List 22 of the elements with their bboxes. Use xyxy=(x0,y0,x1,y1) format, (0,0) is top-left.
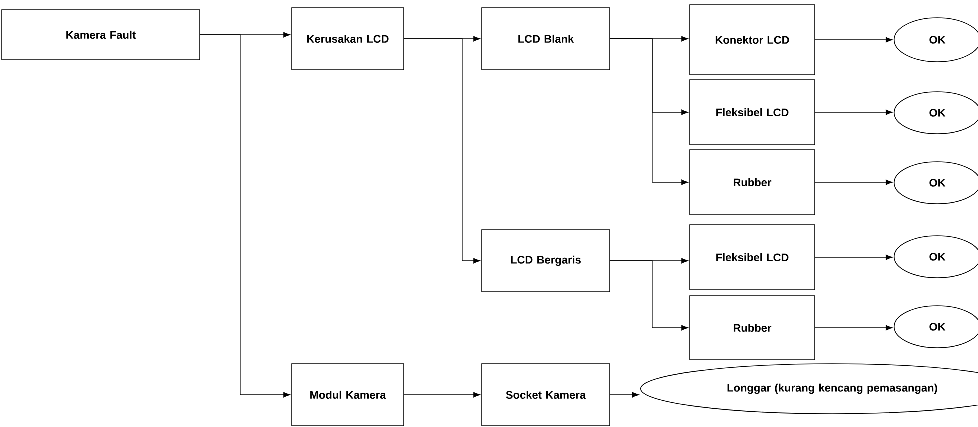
process-box: LCD Bergaris xyxy=(482,230,610,292)
arrow xyxy=(815,110,893,116)
arrow xyxy=(404,38,480,264)
arrow xyxy=(610,38,688,186)
arrow xyxy=(404,392,480,398)
process-box: Fleksibel LCD xyxy=(690,224,816,290)
process-box: Konektor LCD xyxy=(690,4,816,76)
arrow xyxy=(815,254,893,260)
arrow xyxy=(815,180,893,186)
process-box: Rubber xyxy=(690,296,816,360)
process-box: Kerusakan LCD xyxy=(292,8,404,70)
process-box: Fleksibel LCD xyxy=(690,80,816,146)
process-box: Modul Kamera xyxy=(292,364,404,426)
arrow xyxy=(200,34,290,398)
process-box: Socket Kamera xyxy=(482,364,610,426)
arrow xyxy=(610,392,640,398)
process-box: Rubber xyxy=(690,150,816,216)
process-box: Kamera Fault xyxy=(2,10,200,60)
arrow xyxy=(610,260,688,331)
arrow xyxy=(815,325,893,331)
process-box: LCD Blank xyxy=(482,8,610,70)
arrow xyxy=(815,37,893,43)
